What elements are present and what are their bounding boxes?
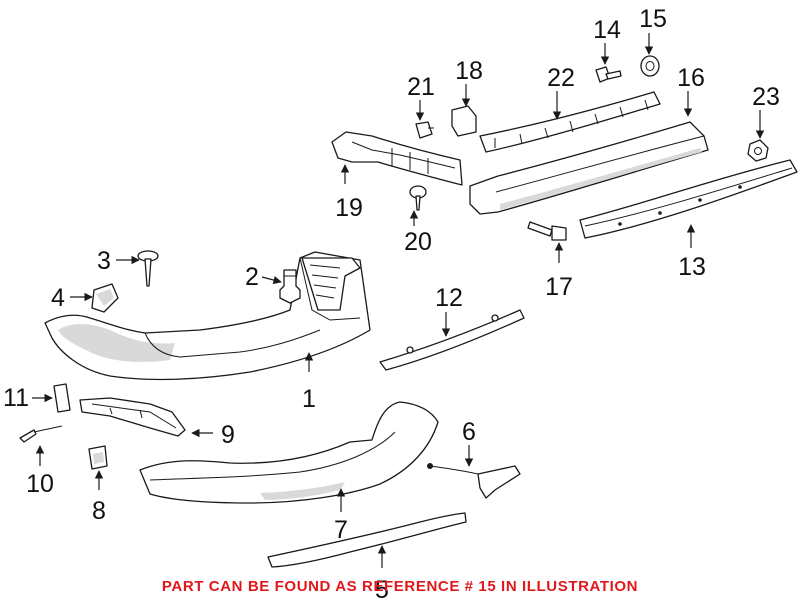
callout-3: 3 <box>97 247 111 275</box>
part-14-bolt <box>595 66 622 83</box>
callout-numbers: 1 2 3 4 5 6 7 8 9 10 11 12 13 14 15 16 1… <box>3 5 780 604</box>
callout-1: 1 <box>302 385 316 413</box>
part-11-bracket <box>53 383 71 413</box>
part-7-lower-valance <box>139 401 439 504</box>
part-13-impact-bar <box>579 159 798 239</box>
callout-4: 4 <box>51 284 65 312</box>
part-15-nut <box>640 55 660 77</box>
leader-lines <box>32 33 765 568</box>
part-9-reinforcement <box>79 397 186 437</box>
callout-22: 22 <box>547 64 575 92</box>
callout-7: 7 <box>334 516 348 544</box>
callout-20: 20 <box>404 228 432 256</box>
callout-10: 10 <box>26 470 54 498</box>
callout-23: 23 <box>752 83 780 111</box>
callout-15: 15 <box>639 5 667 33</box>
part-12-reflector-strip <box>379 309 525 371</box>
callout-2: 2 <box>245 263 259 291</box>
part-16-reinforcement-beam <box>469 121 709 215</box>
part-21-screw <box>415 121 434 139</box>
footer-reference-note: PART CAN BE FOUND AS REFERENCE # 15 IN I… <box>161 578 639 595</box>
part-8-clip <box>88 445 108 470</box>
part-19-absorber-bracket <box>331 131 463 186</box>
callout-16: 16 <box>677 64 705 92</box>
part-3-rivet <box>137 250 159 287</box>
callout-5: 5 <box>375 576 389 604</box>
part-1-bumper-cover <box>44 251 371 381</box>
callout-21: 21 <box>407 73 435 101</box>
part-20-screw <box>409 185 427 211</box>
part-6-sensor <box>427 463 521 499</box>
callout-19: 19 <box>335 194 363 222</box>
callout-12: 12 <box>435 284 463 312</box>
callout-9: 9 <box>221 421 235 449</box>
part-22-foam-absorber <box>479 91 661 153</box>
part-18-bracket <box>451 105 477 137</box>
callout-18: 18 <box>455 57 483 85</box>
callout-11: 11 <box>3 384 29 412</box>
leader-2 <box>261 276 282 285</box>
callout-13: 13 <box>678 253 706 281</box>
callout-17: 17 <box>545 273 573 301</box>
callout-6: 6 <box>462 418 476 446</box>
part-2-push-pin <box>279 269 301 304</box>
part-17-bolt <box>527 221 567 241</box>
part-23-nut <box>747 139 769 162</box>
callout-8: 8 <box>92 497 106 525</box>
part-5-molding-strip <box>267 512 467 568</box>
part-10-pin <box>19 425 63 443</box>
callout-14: 14 <box>593 16 621 44</box>
part-4-bracket <box>91 283 119 313</box>
